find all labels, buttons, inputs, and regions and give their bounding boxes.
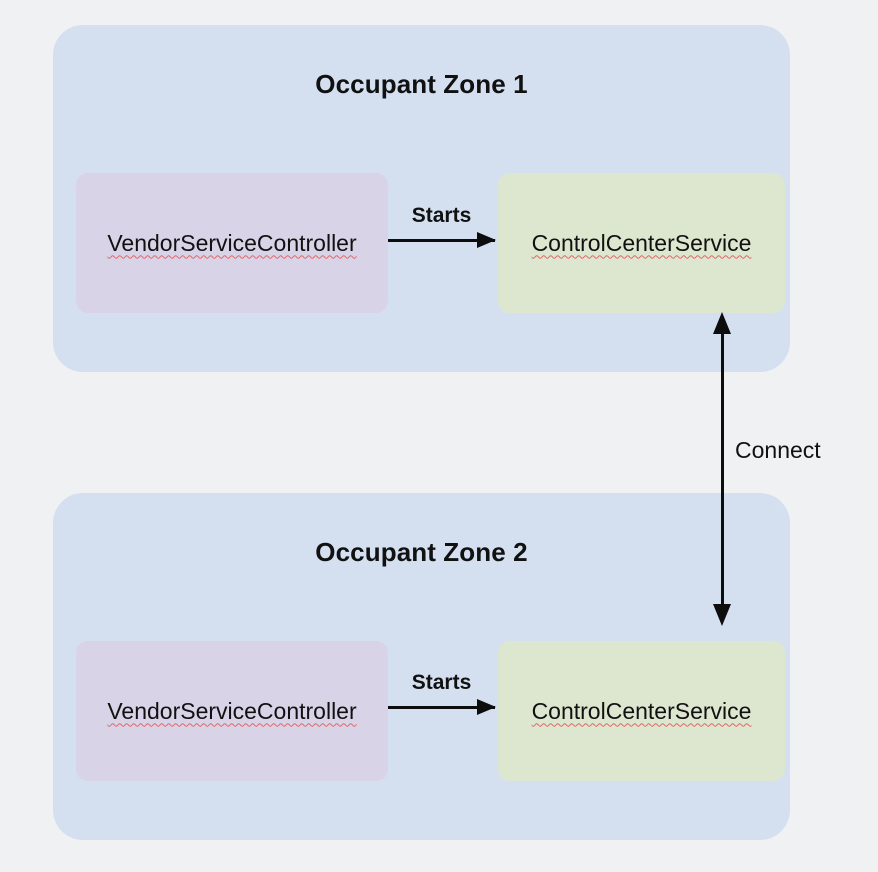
node-label: VendorServiceController xyxy=(107,697,357,724)
edge-shaft xyxy=(388,706,495,709)
node-label: ControlCenterService xyxy=(531,697,752,724)
edge-label-starts-2: Starts xyxy=(411,671,472,694)
zone-title-1: Occupant Zone 1 xyxy=(315,69,528,99)
zone-title-2: Occupant Zone 2 xyxy=(315,537,528,567)
node-label: VendorServiceController xyxy=(107,229,357,256)
arrowhead-right-icon xyxy=(477,232,496,248)
edge-shaft xyxy=(721,322,724,616)
node-vendor-service-controller-1[interactable]: VendorServiceController xyxy=(76,173,388,313)
zone-container-2: Occupant Zone 2 VendorServiceController … xyxy=(53,493,790,840)
arrowhead-right-icon xyxy=(477,699,496,715)
edge-starts-2: Starts xyxy=(388,671,496,715)
arrowhead-down-icon xyxy=(713,604,731,626)
node-control-center-service-2[interactable]: ControlCenterService xyxy=(498,641,785,781)
edge-connect xyxy=(713,312,731,626)
node-vendor-service-controller-2[interactable]: VendorServiceController xyxy=(76,641,388,781)
edge-starts-1: Starts xyxy=(388,204,496,248)
node-control-center-service-1[interactable]: ControlCenterService xyxy=(498,173,785,313)
edge-shaft xyxy=(388,239,495,242)
edge-label-connect: Connect xyxy=(735,437,821,463)
edge-label-starts-1: Starts xyxy=(411,204,472,227)
zone-container-1: Occupant Zone 1 VendorServiceController … xyxy=(53,25,790,372)
node-label: ControlCenterService xyxy=(531,229,752,256)
